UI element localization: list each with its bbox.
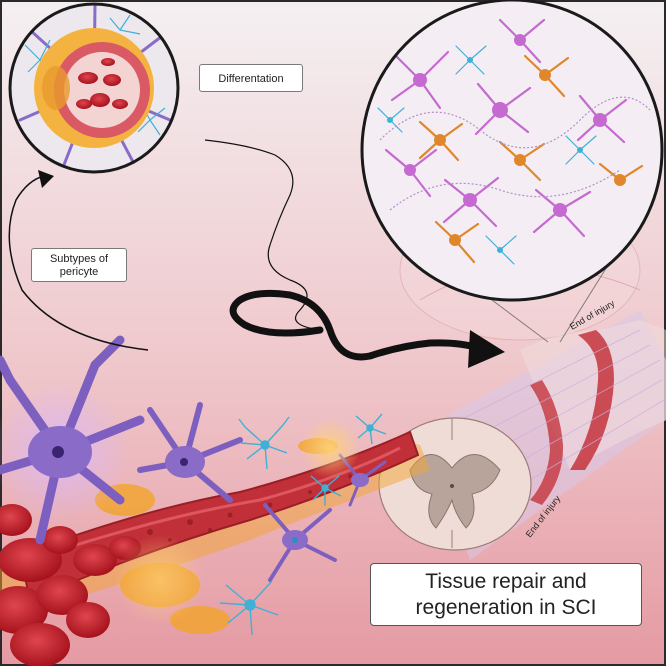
neurons bbox=[0, 335, 387, 582]
subtypes-line-1: Subtypes of bbox=[49, 253, 109, 265]
subtypes-line-2: pericyte bbox=[59, 266, 99, 278]
curved-arrow-head bbox=[38, 170, 54, 188]
curved-arrow bbox=[8, 175, 149, 351]
small-circle-detail bbox=[8, 2, 180, 174]
thick-arrow bbox=[229, 289, 482, 361]
subtypes-of-pericyte-label: Subtypes of pericyte bbox=[31, 248, 127, 282]
differentiation-label: Differentation bbox=[199, 64, 303, 92]
astrocytes bbox=[219, 413, 387, 636]
big-circle-detail bbox=[360, 0, 664, 302]
spinal-cord bbox=[378, 310, 666, 560]
main-title-line-1: Tissue repair and bbox=[425, 570, 587, 593]
thick-arrow-head bbox=[468, 330, 505, 368]
main-title-box: Tissue repair and regeneration in SCI bbox=[370, 563, 642, 626]
main-title-line-2: regeneration in SCI bbox=[415, 596, 597, 619]
thin-wavy-line bbox=[204, 139, 321, 331]
